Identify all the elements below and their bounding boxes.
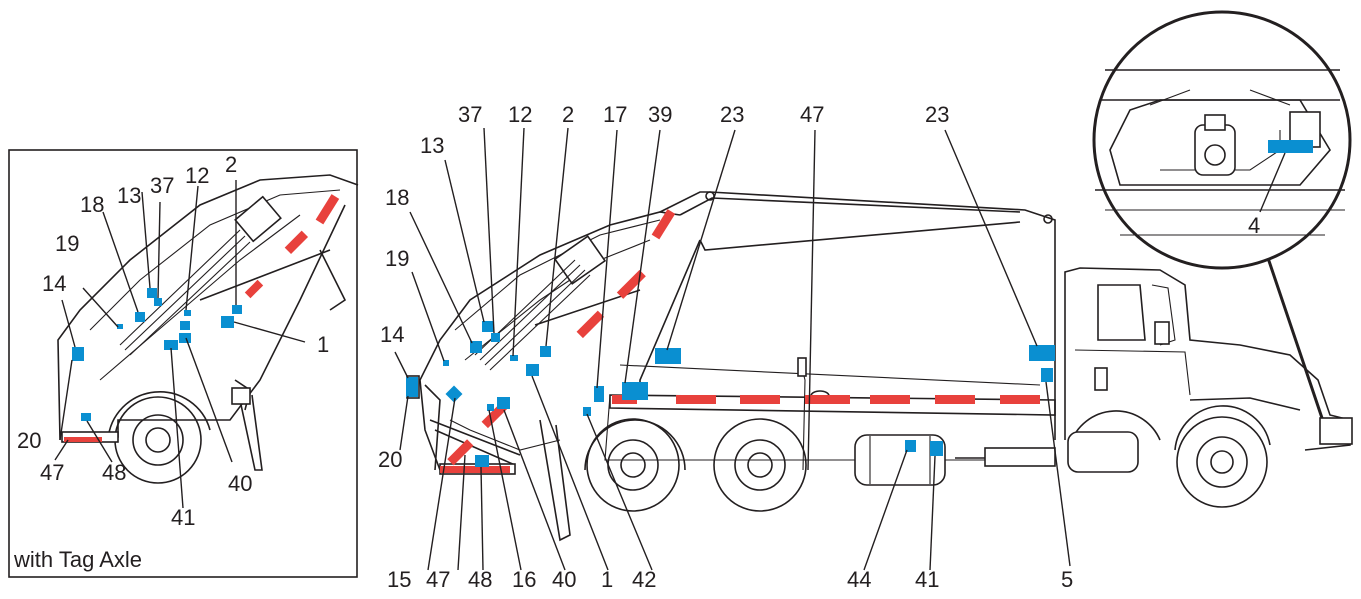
callout-47-bottom: 47 bbox=[426, 567, 450, 592]
magnifier-pointer bbox=[1266, 257, 1324, 419]
inset-labels bbox=[72, 288, 242, 421]
inset-cables bbox=[119, 229, 251, 356]
detail-magnifier: 4 bbox=[1092, 10, 1352, 419]
callout-41: 41 bbox=[915, 567, 939, 592]
inset-caption: with Tag Axle bbox=[13, 547, 142, 572]
cab-rear-fender bbox=[1069, 410, 1161, 446]
inset-wheel bbox=[114, 396, 202, 484]
main-truck: 37 12 2 17 39 23 47 23 13 18 19 14 20 15… bbox=[378, 102, 1353, 592]
front-wheel bbox=[1176, 416, 1268, 508]
packer-arm-front bbox=[639, 239, 701, 395]
rear-mudflap bbox=[539, 419, 571, 542]
callout-12: 12 bbox=[508, 102, 532, 127]
inset-frame bbox=[8, 149, 358, 578]
callout-48: 48 bbox=[468, 567, 492, 592]
inset-callout-2: 2 bbox=[225, 152, 237, 177]
cab-window bbox=[1097, 284, 1146, 341]
inset-callout-48: 48 bbox=[102, 460, 126, 485]
packer-arm-top bbox=[699, 221, 1021, 251]
rear-wheels bbox=[584, 418, 807, 512]
body-top-outline bbox=[659, 191, 1056, 440]
callout-14: 14 bbox=[380, 322, 404, 347]
callout-44: 44 bbox=[847, 567, 871, 592]
inset-hydraulic-block bbox=[234, 195, 282, 243]
body-top-edge bbox=[679, 197, 1021, 216]
hydraulic-block bbox=[553, 235, 607, 285]
tailgate-lift-arm bbox=[429, 419, 521, 466]
callout-4: 4 bbox=[1248, 213, 1260, 238]
front-bumper bbox=[1319, 417, 1353, 445]
callout-16: 16 bbox=[512, 567, 536, 592]
inset-callout-41: 41 bbox=[171, 505, 195, 530]
callout-1: 1 bbox=[601, 567, 613, 592]
inset-callout-18: 18 bbox=[80, 192, 104, 217]
cab-step bbox=[1094, 367, 1108, 391]
main-leaders bbox=[394, 127, 1071, 571]
callout-23: 23 bbox=[720, 102, 744, 127]
inset-fender bbox=[107, 391, 211, 441]
inset-inner-line-2 bbox=[99, 214, 301, 381]
inset-callout-37: 37 bbox=[150, 173, 174, 198]
inset-mudflap bbox=[239, 394, 263, 471]
inset-cylinder bbox=[199, 249, 331, 301]
fuel-tank bbox=[854, 434, 1056, 486]
callout-5: 5 bbox=[1061, 567, 1073, 592]
cab bbox=[1064, 267, 1353, 508]
reflective-stripes bbox=[440, 209, 1040, 473]
callout-13: 13 bbox=[420, 133, 444, 158]
callout-18: 18 bbox=[385, 185, 409, 210]
callout-47: 47 bbox=[800, 102, 824, 127]
callout-40: 40 bbox=[552, 567, 576, 592]
hydraulic-hoses bbox=[474, 259, 591, 371]
main-labels bbox=[406, 321, 1055, 467]
body-marker-light bbox=[797, 357, 807, 377]
cab-fuel-tank bbox=[1067, 431, 1139, 473]
callout-37: 37 bbox=[458, 102, 482, 127]
body-side-line bbox=[619, 364, 1041, 386]
inset-callout-13: 13 bbox=[117, 183, 141, 208]
label-4-marker bbox=[1268, 140, 1313, 153]
tailgate-hinge bbox=[424, 384, 441, 471]
inset-tailgate-outline bbox=[57, 174, 359, 441]
callout-20: 20 bbox=[378, 447, 402, 472]
magnifier-contents bbox=[1095, 69, 1345, 236]
inset-callout-19: 19 bbox=[55, 231, 79, 256]
cab-outline bbox=[1064, 267, 1351, 451]
callout-19: 19 bbox=[385, 246, 409, 271]
inset-leaders bbox=[54, 180, 306, 509]
inset-callout-1: 1 bbox=[317, 332, 329, 357]
inset-callout-47: 47 bbox=[40, 460, 64, 485]
callout-42: 42 bbox=[632, 567, 656, 592]
callout-2: 2 bbox=[562, 102, 574, 127]
inset-callout-20: 20 bbox=[17, 428, 41, 453]
inset-inner-line bbox=[89, 189, 341, 331]
inset-light bbox=[231, 387, 251, 405]
callout-15: 15 bbox=[387, 567, 411, 592]
hood-line bbox=[1189, 397, 1301, 411]
inset-cylinder-mount bbox=[319, 249, 347, 311]
side-mirror bbox=[1154, 321, 1170, 345]
inset-roof-stripe bbox=[244, 194, 340, 299]
inset-tag-axle: 2 37 13 12 18 19 14 1 20 40 41 47 48 wit… bbox=[8, 149, 359, 578]
inset-stripe-47 bbox=[64, 437, 102, 442]
callout-23-cab: 23 bbox=[925, 102, 949, 127]
cab-door-line bbox=[1074, 349, 1191, 396]
inset-callout-14: 14 bbox=[42, 271, 66, 296]
tailgate-outline bbox=[419, 211, 681, 471]
inset-callout-40: 40 bbox=[228, 471, 252, 496]
inset-callout-12: 12 bbox=[185, 163, 209, 188]
front-fender bbox=[1174, 405, 1271, 451]
callout-17: 17 bbox=[603, 102, 627, 127]
callout-39: 39 bbox=[648, 102, 672, 127]
